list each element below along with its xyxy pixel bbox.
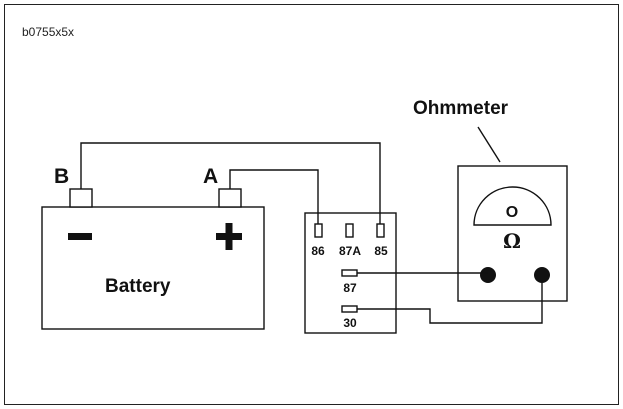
- dial-reading: O: [506, 204, 518, 221]
- wire-pin-30-to-probe: [357, 283, 543, 324]
- negative-symbol: [68, 233, 92, 240]
- battery-terminal-a: [218, 188, 242, 208]
- relay-pin-86-contact: [314, 223, 323, 238]
- battery-label: Battery: [105, 276, 171, 297]
- relay-pin-86-label: 86: [311, 244, 325, 258]
- relay-pin-30-label: 30: [343, 316, 357, 330]
- ohmmeter-label: Ohmmeter: [413, 98, 509, 119]
- relay-pin-87-label: 87: [343, 281, 357, 295]
- relay-pin-87a-label: 87A: [339, 244, 361, 258]
- battery-terminal-b: [69, 188, 93, 208]
- wire-a-to-pin-86: [229, 169, 319, 224]
- terminal-b-label: B: [54, 165, 69, 188]
- positive-symbol: [216, 223, 242, 250]
- relay-pin-30-contact: [341, 305, 358, 313]
- wire-b-to-pin-85: [80, 142, 381, 224]
- ohmmeter-dial: [473, 186, 552, 226]
- relay-pin-87-contact: [341, 269, 358, 277]
- battery: Battery: [41, 188, 265, 330]
- terminal-a-label: A: [203, 165, 218, 188]
- relay-pin-87a-contact: [345, 223, 354, 238]
- ohm-symbol: Ω: [503, 229, 521, 253]
- relay-pin-85-contact: [376, 223, 385, 238]
- ohmmeter-leader-line: [477, 126, 501, 163]
- figure-reference: b0755x5x: [22, 25, 74, 39]
- ohmmeter-probe-left: [480, 267, 496, 283]
- ohmmeter-probe-right: [534, 267, 550, 283]
- relay-pin-85-label: 85: [374, 244, 388, 258]
- ohmmeter: O Ω: [457, 165, 568, 302]
